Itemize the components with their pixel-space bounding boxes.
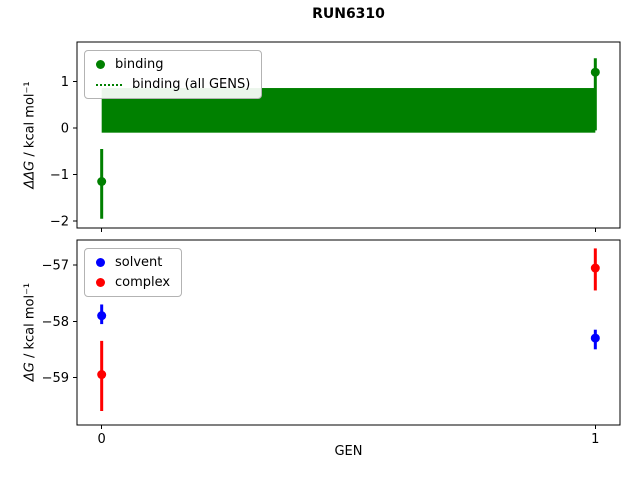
legend-item-complex: complex xyxy=(96,275,170,290)
legend-label: solvent xyxy=(115,255,163,270)
legend-label: complex xyxy=(115,275,171,290)
solvent-point xyxy=(97,311,107,321)
y-axis-symbol: ΔG xyxy=(22,362,38,382)
binding-marker-icon xyxy=(96,60,105,69)
y-tick-label: −2 xyxy=(50,215,69,230)
legend-label: binding xyxy=(115,57,164,72)
axes-frame xyxy=(76,41,621,229)
legend-item-solvent: solvent xyxy=(96,255,170,270)
y-axis-units: / kcal mol⁻¹ xyxy=(22,282,38,363)
y-axis-symbol: ΔΔG xyxy=(22,160,38,189)
y-axis-units: / kcal mol⁻¹ xyxy=(22,81,38,161)
complex-point xyxy=(97,370,107,380)
binding-all-gens-line-icon xyxy=(96,83,122,86)
y-tick-label: −1 xyxy=(50,168,69,183)
complex-point xyxy=(590,263,600,273)
x-tick-label: 1 xyxy=(591,432,599,447)
legend-label: binding (all GENS) xyxy=(132,77,251,92)
x-axis-label: GEN xyxy=(334,444,363,459)
legend-item-binding-all-gens: binding (all GENS) xyxy=(96,77,250,92)
solvent-point xyxy=(590,333,600,343)
legend-top: binding binding (all GENS) xyxy=(84,50,263,99)
y-tick-label: −57 xyxy=(42,259,69,274)
y-tick-label: 1 xyxy=(61,75,69,90)
y-tick-label: −59 xyxy=(42,371,69,386)
x-tick-label: 0 xyxy=(98,432,106,447)
y-axis-label-top: ΔΔG / kcal mol⁻¹ xyxy=(23,81,38,188)
y-axis-label-bottom: ΔG / kcal mol⁻¹ xyxy=(23,283,38,381)
legend-item-binding: binding xyxy=(96,57,250,72)
chart-title: RUN6310 xyxy=(312,6,385,22)
binding-point xyxy=(97,177,107,186)
y-tick-label: −58 xyxy=(42,315,69,330)
axes-frame xyxy=(76,239,621,426)
legend-bottom: solvent complex xyxy=(84,248,183,297)
binding-point xyxy=(590,67,600,77)
complex-marker-icon xyxy=(96,278,105,287)
solvent-marker-icon xyxy=(96,258,105,267)
y-tick-label: 0 xyxy=(61,122,69,137)
